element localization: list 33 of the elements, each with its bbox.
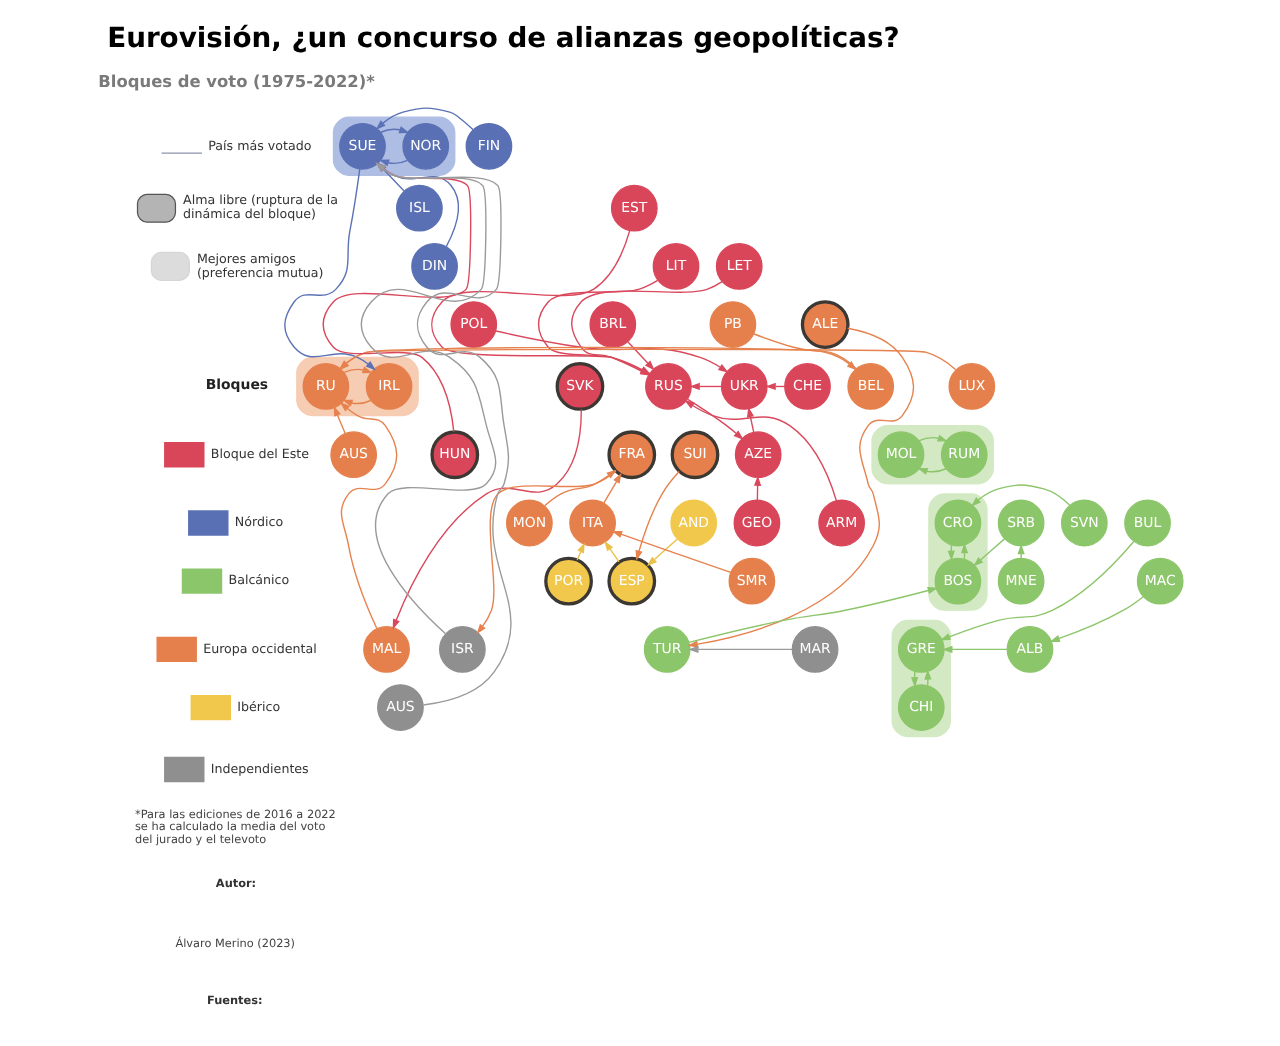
arrow: [375, 107, 474, 131]
arrow: [339, 402, 398, 630]
arrow: [688, 587, 939, 644]
arrow: [380, 126, 410, 134]
arrow: [342, 399, 372, 407]
label: Bloques de voto (1975-2022)*: [98, 71, 375, 92]
arrow: [689, 382, 722, 391]
arrow: [917, 467, 947, 475]
arrow: [604, 540, 620, 563]
arrow: [392, 408, 582, 630]
arrow: [378, 159, 409, 167]
arrow: [544, 469, 617, 507]
arrow: [343, 366, 373, 374]
arrow: [576, 542, 585, 561]
arrow: [918, 434, 948, 442]
arrow: [627, 341, 655, 371]
arrow: [603, 472, 622, 504]
arrow: [687, 327, 915, 648]
arrow: [611, 530, 732, 574]
arrow: [284, 168, 376, 371]
arrow: [687, 398, 744, 440]
arrow: [635, 470, 680, 561]
arrow: [973, 538, 1006, 567]
arrow: [1049, 596, 1144, 642]
arrow: [970, 484, 1071, 507]
diagram-title: Eurovisión, ¿un concurso de alianzas geopolíticas?: [107, 23, 900, 56]
arrow: [333, 405, 346, 435]
cluster: [871, 425, 994, 485]
arrow: [476, 470, 617, 635]
arrow: [688, 645, 793, 654]
arrow: [646, 538, 678, 567]
arrow: [1017, 543, 1025, 559]
arrow: [942, 645, 1008, 654]
